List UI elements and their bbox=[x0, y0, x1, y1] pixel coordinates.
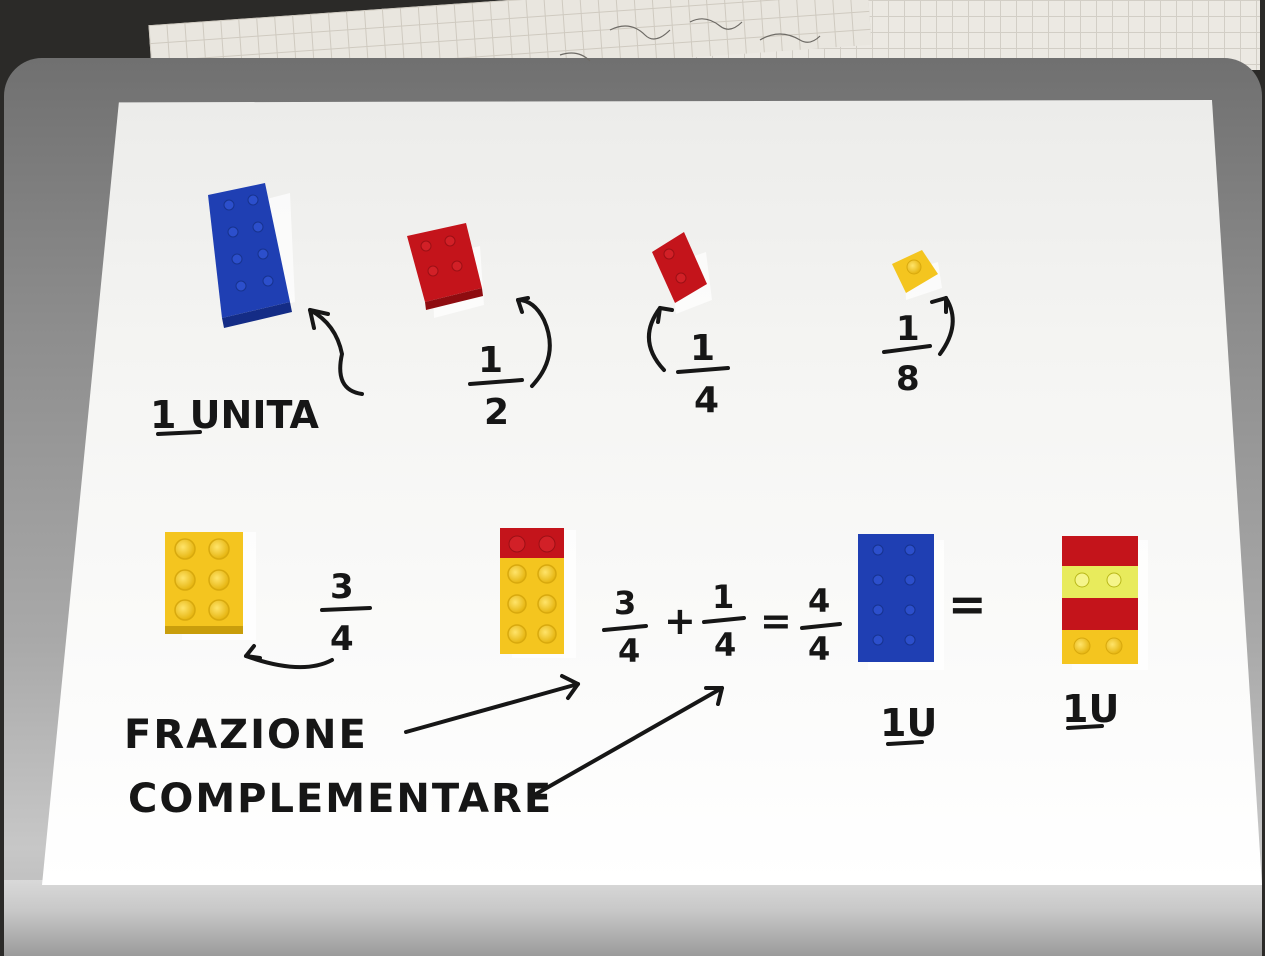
equation-term-b-denominator: 4 bbox=[714, 626, 736, 664]
yellow-brick-2x3 bbox=[165, 532, 256, 640]
equation-equals-second: = bbox=[948, 577, 987, 631]
equation-equals: = bbox=[760, 599, 792, 643]
equation-term-c-denominator: 4 bbox=[808, 630, 830, 668]
red-brick-1x2 bbox=[652, 232, 712, 314]
red-yellow-brick-stack bbox=[500, 528, 576, 658]
mixed-brick-stack bbox=[1062, 536, 1148, 670]
quarter-denominator: 4 bbox=[694, 380, 719, 421]
eighth-numerator: 1 bbox=[896, 309, 920, 349]
label-one-unit: 1 UNITA bbox=[150, 393, 319, 437]
tray-edge bbox=[4, 880, 1262, 956]
yellow-brick-1x1 bbox=[892, 250, 942, 300]
three-quarters-numerator: 3 bbox=[330, 567, 354, 607]
background-note-text bbox=[559, 18, 821, 62]
quarter-numerator: 1 bbox=[690, 328, 715, 369]
label-frazione: FRAZIONE bbox=[124, 712, 368, 758]
equation-term-c-numerator: 4 bbox=[808, 582, 830, 620]
top-row-arrows bbox=[156, 296, 1104, 746]
equation-plus: + bbox=[664, 599, 696, 643]
blue-brick-2x4 bbox=[208, 183, 295, 328]
blue-brick-2x4-whole bbox=[858, 534, 944, 670]
red-brick-2x2 bbox=[407, 223, 484, 318]
label-complementare: COMPLEMENTARE bbox=[128, 776, 553, 822]
equation-term-a-denominator: 4 bbox=[618, 632, 640, 670]
label-unit-left: 1U bbox=[880, 701, 937, 745]
bottom-row-arrows bbox=[244, 644, 724, 796]
half-numerator: 1 bbox=[478, 340, 503, 381]
three-quarters-denominator: 4 bbox=[330, 619, 354, 659]
label-unit-right: 1U bbox=[1062, 687, 1119, 731]
equation-term-a-numerator: 3 bbox=[614, 584, 636, 622]
equation-term-b-numerator: 1 bbox=[712, 578, 734, 616]
half-denominator: 2 bbox=[484, 392, 509, 433]
eighth-denominator: 8 bbox=[896, 359, 920, 399]
